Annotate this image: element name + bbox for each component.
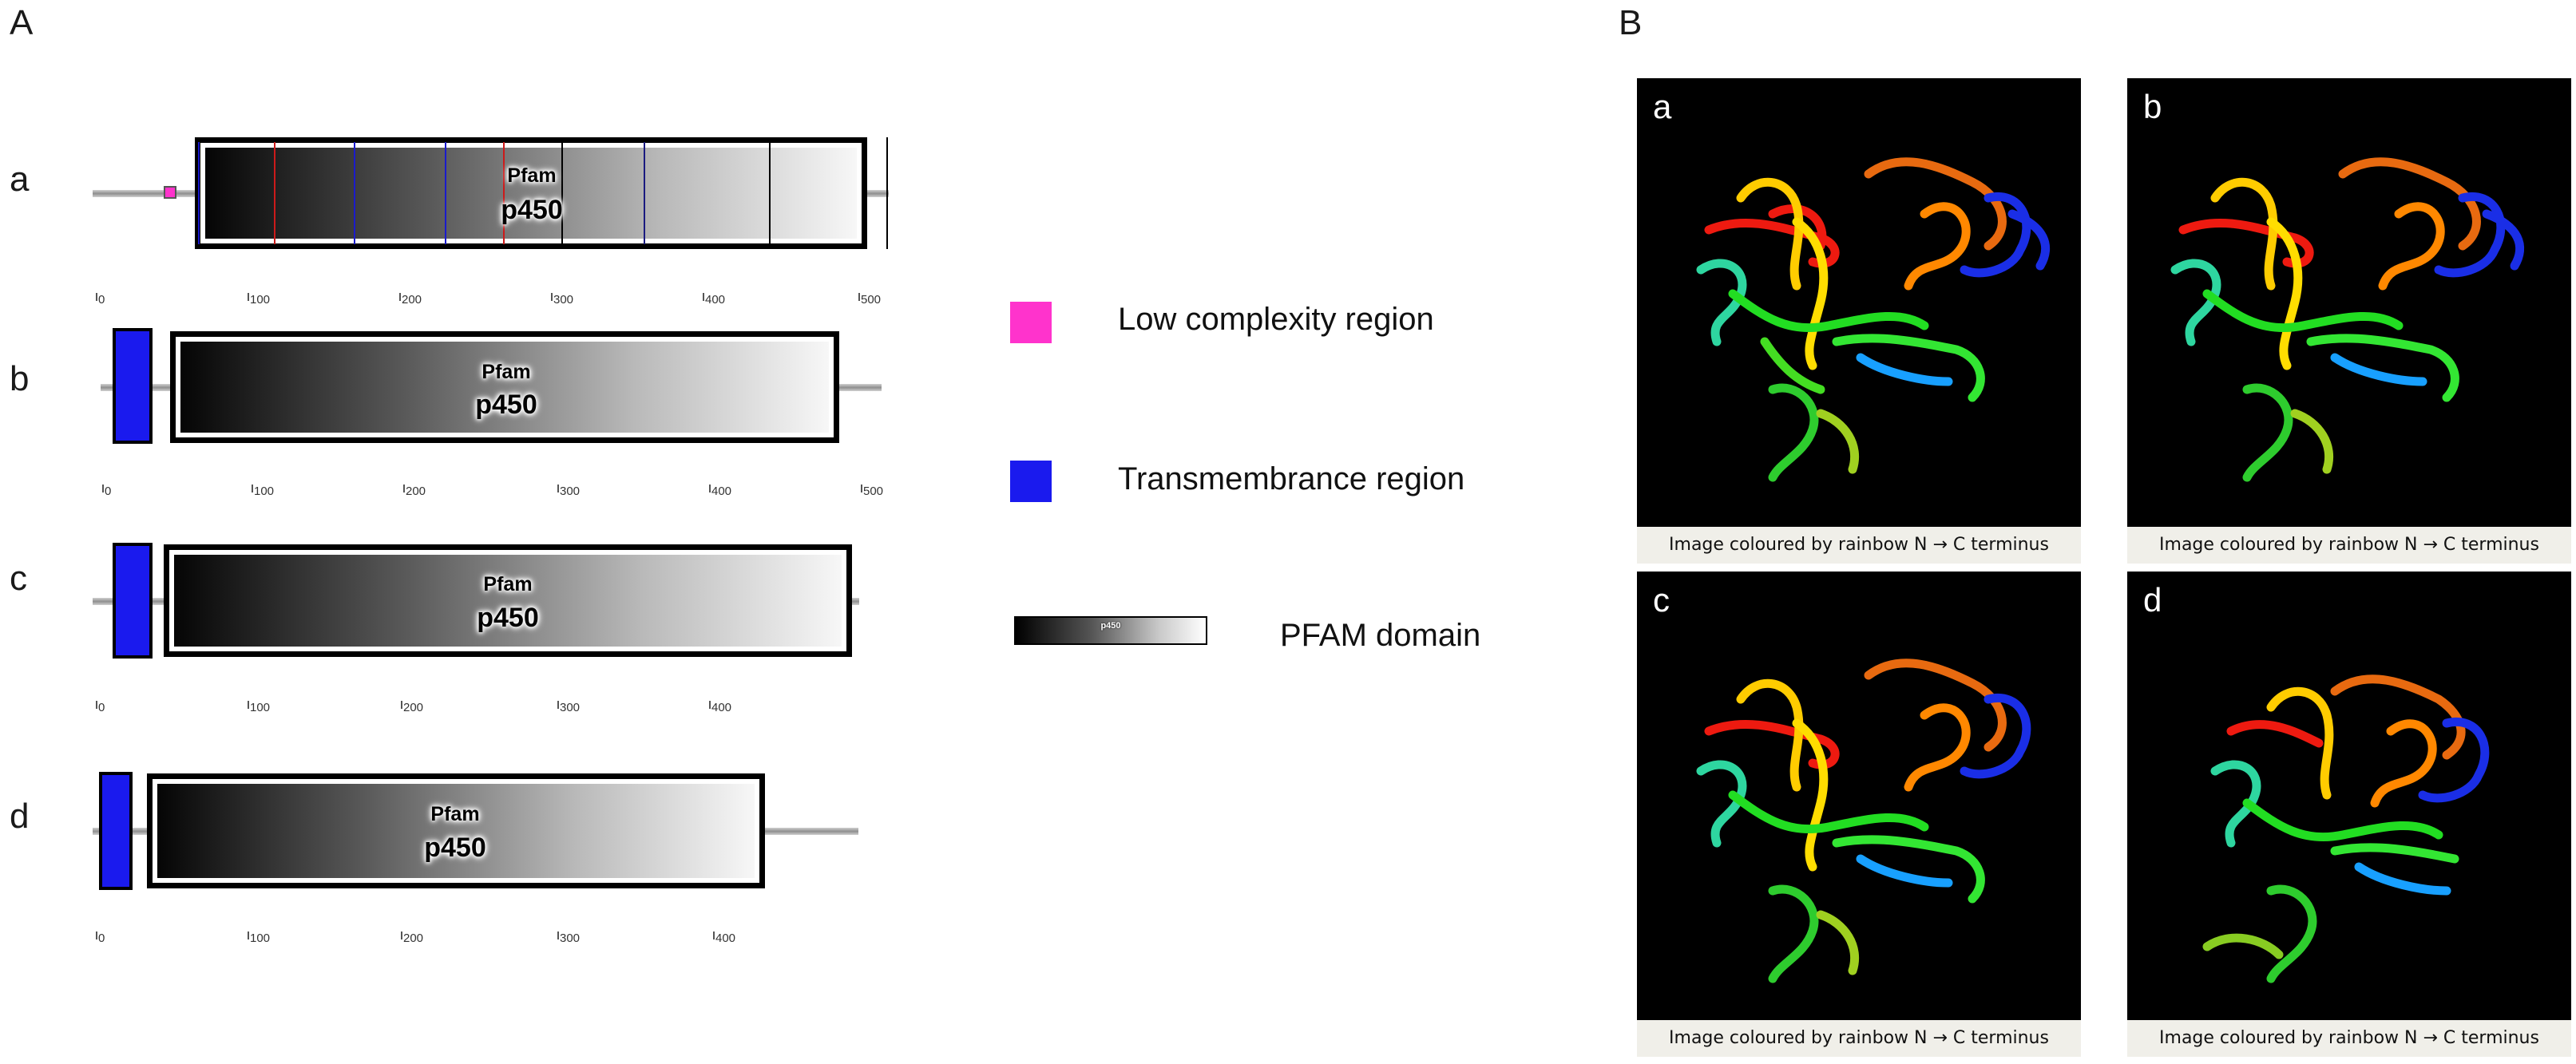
structure-card-d: d Image coloured by rainbow N → C termin… <box>2127 572 2571 1057</box>
structure-card-b: b Image coloured by rainbow N → C termin… <box>2127 78 2571 564</box>
domain-architecture-d: Pfam p450 0 100 200 300 400 <box>0 0 858 945</box>
tick-label: 200 <box>402 293 422 307</box>
pfam-label: Pfam <box>482 361 531 383</box>
structure-caption: Image coloured by rainbow N → C terminus <box>2159 1028 2539 1048</box>
backbone-segment <box>838 384 882 391</box>
domain-architecture-c: Pfam p450 0 100 200 300 400 <box>0 0 859 714</box>
pfam-domain-d <box>147 773 765 888</box>
tick-label: 0 <box>98 931 105 945</box>
structure-view: d <box>2127 572 2571 1020</box>
pfam-domain-swatch: p450 <box>1014 616 1207 645</box>
domain-architecture-a: Pfam p450 0 100 200 300 400 500 <box>0 0 889 307</box>
low-complexity-region <box>164 186 176 199</box>
pfam-swatch-label: p450 <box>1100 621 1121 631</box>
protein-ribbon-icon <box>1696 157 2051 482</box>
domain-label: p450 <box>501 195 563 225</box>
transmembrane-swatch <box>1010 461 1052 502</box>
low-complexity-swatch <box>1010 302 1052 343</box>
pfam-gradient <box>174 555 842 647</box>
protein-ribbon-icon <box>2170 157 2525 482</box>
protein-ribbon-icon <box>1696 659 2031 983</box>
exon-boundary-line <box>274 142 275 244</box>
pfam-gradient <box>205 148 857 239</box>
domain-architecture-b: Pfam p450 0 100 200 300 400 500 <box>0 0 883 498</box>
transmembrane-region <box>113 328 153 444</box>
structure-caption: Image coloured by rainbow N → C terminus <box>2159 535 2539 555</box>
exon-boundary-line <box>503 142 505 244</box>
structure-view: b <box>2127 78 2571 527</box>
exon-boundary-line <box>445 142 446 244</box>
structure-card-a: a Image coloured by rainbow N → C termin… <box>1637 78 2081 564</box>
row-label-b: b <box>10 359 30 398</box>
tick-label: 500 <box>861 293 882 307</box>
tick-label: 200 <box>403 701 424 714</box>
pfam-label: Pfam <box>507 164 557 187</box>
exon-boundary-line <box>561 142 563 244</box>
legend-pfam-domain: PFAM domain <box>1280 618 1481 653</box>
structure-caption: Image coloured by rainbow N → C terminus <box>1669 1028 2049 1048</box>
tick-label: 400 <box>715 931 736 945</box>
tick-label: 400 <box>711 701 732 714</box>
structure-label: d <box>2143 581 2162 619</box>
pfam-gradient <box>180 342 829 433</box>
row-label-d: d <box>10 797 30 836</box>
structure-view: a <box>1637 78 2081 527</box>
domain-label: p450 <box>477 603 539 633</box>
structure-view: c <box>1637 572 2081 1020</box>
pfam-domain-a <box>195 137 867 249</box>
backbone-segment <box>851 598 859 605</box>
tick-label: 100 <box>254 485 275 498</box>
legend-low-complexity: Low complexity region <box>1118 302 1434 337</box>
panel-label-b: B <box>1619 3 1643 42</box>
pfam-label: Pfam <box>430 803 480 825</box>
pfam-domain-b <box>170 331 839 443</box>
tick-label: 200 <box>403 931 424 945</box>
backbone-segment <box>93 190 196 197</box>
tick-label: 0 <box>105 485 112 498</box>
tick-label: 400 <box>711 485 732 498</box>
row-label-c: c <box>10 559 27 598</box>
domain-label: p450 <box>475 390 537 420</box>
pfam-gradient <box>157 784 755 878</box>
tick-label: 100 <box>250 931 271 945</box>
tick-label: 0 <box>98 293 105 307</box>
pfam-domain-c <box>164 544 852 657</box>
residue-axis-d: 0 100 200 300 400 <box>96 931 814 951</box>
residue-axis-b: 0 100 200 300 400 500 <box>102 485 901 504</box>
domain-label: p450 <box>424 833 486 863</box>
exon-boundary-line <box>354 142 355 244</box>
row-label-a: a <box>10 160 30 199</box>
exon-boundary-line <box>644 142 645 244</box>
protein-ribbon-icon <box>2202 674 2490 983</box>
residue-axis-c: 0 100 200 300 400 <box>96 701 814 720</box>
transmembrane-region <box>113 543 153 659</box>
structure-card-c: c Image coloured by rainbow N → C termin… <box>1637 572 2081 1057</box>
tick-label: 100 <box>250 701 271 714</box>
tick-label: 300 <box>560 701 581 714</box>
backbone-segment <box>763 828 858 835</box>
tick-label: 300 <box>560 931 581 945</box>
tick-label: 500 <box>863 485 884 498</box>
panel-label-a: A <box>10 3 34 42</box>
exon-boundary-line <box>769 142 771 244</box>
legend-transmembrane: Transmembrance region <box>1118 461 1465 496</box>
tick-label: 300 <box>553 293 574 307</box>
structure-label: b <box>2143 88 2162 125</box>
transmembrane-region <box>99 772 133 890</box>
tick-label: 100 <box>250 293 271 307</box>
tick-label: 200 <box>406 485 426 498</box>
residue-axis-a: 0 100 200 300 400 500 <box>96 293 894 312</box>
tick-label: 400 <box>705 293 726 307</box>
exon-boundary-line <box>198 142 200 244</box>
pfam-label: Pfam <box>483 573 533 595</box>
structure-label: a <box>1653 88 1672 125</box>
exon-boundary-line <box>886 137 888 249</box>
tick-label: 0 <box>98 701 105 714</box>
structure-label: c <box>1653 581 1670 619</box>
backbone-segment <box>866 190 889 197</box>
tick-label: 300 <box>560 485 581 498</box>
structure-caption: Image coloured by rainbow N → C terminus <box>1669 535 2049 555</box>
